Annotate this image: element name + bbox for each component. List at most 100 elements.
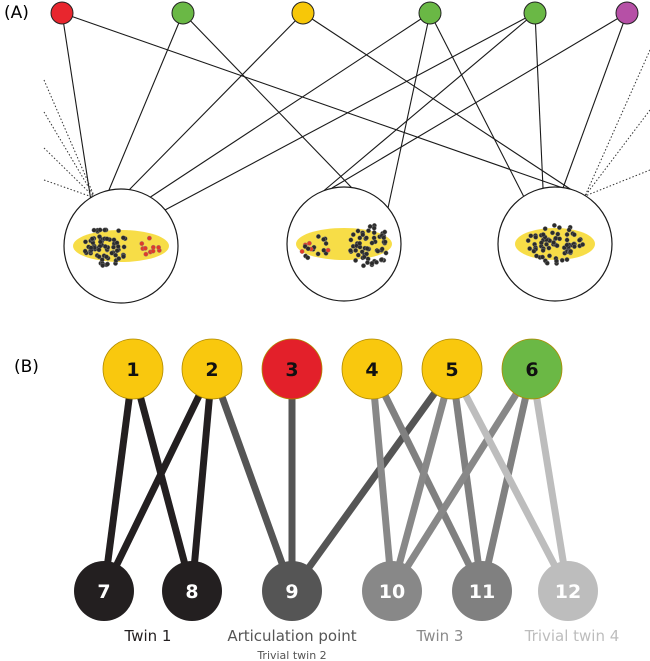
panel-b-node-8: 8 <box>162 561 222 621</box>
cluster-member-node <box>139 241 145 247</box>
caption-trivial-twin-4: Trivial twin 4 <box>524 627 620 645</box>
node-circle <box>261 338 323 400</box>
panel-b-node-5: 5 <box>421 338 483 400</box>
cluster-member-node <box>121 254 126 260</box>
panel-a-dotted-edge <box>584 169 650 197</box>
cluster-member-node <box>374 259 379 265</box>
cluster-member-node <box>544 241 549 247</box>
panel-a-edge <box>128 12 304 191</box>
cluster-member-node <box>142 245 148 251</box>
cluster-member-node <box>555 231 561 237</box>
cluster-member-node <box>361 254 367 260</box>
node-label: 6 <box>525 359 538 381</box>
panel-b-edge-5-10 <box>388 368 456 592</box>
cluster-member-node <box>557 225 562 231</box>
panel-a-edge <box>302 12 600 209</box>
cluster-member-node <box>116 228 122 234</box>
cluster-member-node <box>564 242 570 248</box>
panel-a-cluster <box>497 186 613 302</box>
panel-a-dotted-edge <box>584 49 650 197</box>
cluster-member-node <box>321 236 326 242</box>
cluster-member-node <box>371 230 377 236</box>
node-circle <box>452 561 512 621</box>
cluster-member-node <box>540 254 545 260</box>
panel-a-top-node <box>291 1 315 25</box>
node-circle <box>74 561 134 621</box>
cluster-member-node <box>83 239 88 245</box>
caption-twin-1: Twin 1 <box>124 627 172 645</box>
panel-a-label: (A) <box>4 3 29 23</box>
cluster-member-node <box>114 248 120 254</box>
cluster-member-node <box>111 237 117 243</box>
panel-b-edge-5-11 <box>448 368 486 592</box>
panel-a-edge <box>61 12 564 189</box>
cluster-member-node <box>355 228 361 234</box>
cluster-member-node <box>551 240 556 246</box>
panel-a-cluster <box>63 188 179 304</box>
cluster-member-node <box>355 252 361 258</box>
cluster-member-node <box>97 227 103 233</box>
cluster-member-node <box>102 227 108 233</box>
cluster-member-node <box>82 248 88 254</box>
node-circle <box>341 338 403 400</box>
node-label: 1 <box>126 359 139 381</box>
panel-a-cluster <box>286 186 402 302</box>
cluster-member-node <box>104 254 109 260</box>
cluster-member-node <box>371 225 377 231</box>
cluster-member-node <box>89 236 95 242</box>
cluster-member-node <box>104 236 110 242</box>
node-label: 10 <box>379 581 405 603</box>
panel-b-node-7: 7 <box>74 561 134 621</box>
cluster-member-node <box>369 240 375 246</box>
cluster-member-node <box>367 224 373 229</box>
panel-a-edge <box>182 12 353 189</box>
cluster-member-node <box>546 245 552 251</box>
panel-a-top-node <box>418 1 442 25</box>
cluster-member-node <box>580 242 586 247</box>
panel-b-edge-6-12 <box>528 368 572 592</box>
node-label: 7 <box>97 581 110 603</box>
node-circle <box>362 561 422 621</box>
cluster-member-node <box>353 257 358 263</box>
panel-a-edge <box>534 12 544 189</box>
panel-a-edges <box>61 12 628 211</box>
panel-a-top-node <box>523 1 547 25</box>
panel-b-node-11: 11 <box>452 561 512 621</box>
cluster-member-node <box>315 251 321 257</box>
cluster-member-node <box>554 243 560 249</box>
panel-a-edge <box>387 12 431 209</box>
cluster-member-node <box>97 234 102 240</box>
node-label: 4 <box>365 359 378 381</box>
cluster-member-node <box>116 256 122 261</box>
cluster-member-node <box>111 244 116 250</box>
cluster-member-node <box>542 226 548 232</box>
cluster-member-node <box>557 236 562 242</box>
cluster-member-node <box>378 257 384 263</box>
node-circle <box>181 338 243 400</box>
cluster-member-node <box>566 227 572 233</box>
panel-a-top-nodes <box>50 1 639 25</box>
cluster-member-node <box>121 244 127 250</box>
node-label: 2 <box>205 359 218 381</box>
panel-a-edge <box>313 12 536 200</box>
cluster-member-node <box>361 263 366 269</box>
cluster-member-node <box>99 257 105 263</box>
cluster-member-node <box>96 254 102 260</box>
panel-b-edge-4-11 <box>368 367 486 593</box>
cluster-member-node <box>371 235 377 241</box>
cluster-member-node <box>91 227 97 233</box>
cluster-member-node <box>156 244 162 250</box>
panel-b-edge-6-10 <box>389 367 535 593</box>
panel-a-edge <box>429 12 526 200</box>
panel-b-label: (B) <box>14 357 39 377</box>
cluster-member-node <box>100 263 106 268</box>
panel-b-edge-5-12 <box>448 367 572 593</box>
cluster-member-node <box>379 246 385 252</box>
cluster-member-node <box>540 247 546 253</box>
cluster-member-node <box>348 237 354 243</box>
cluster-member-node <box>534 253 539 259</box>
cluster-member-node <box>365 260 370 265</box>
node-label: 11 <box>469 581 495 603</box>
panel-b-edge-1-8 <box>129 368 196 592</box>
